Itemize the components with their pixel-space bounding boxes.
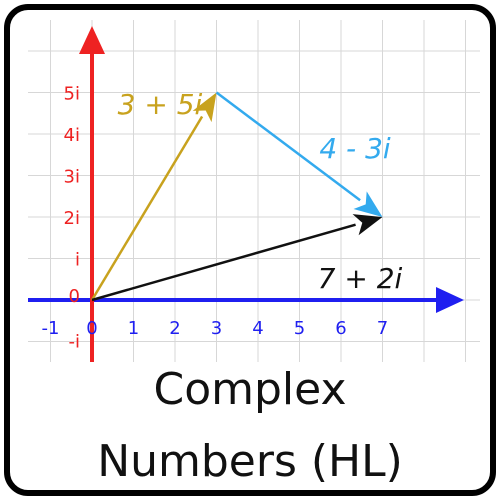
vector-arrowhead-icon — [352, 214, 383, 236]
axes — [28, 26, 464, 362]
imaginary-tick-label: 3i — [64, 167, 80, 188]
imaginary-tick-label: i — [75, 250, 80, 271]
imaginary-tick-label: -i — [69, 332, 81, 353]
real-tick-label: 5 — [294, 318, 305, 339]
vector-line — [215, 91, 361, 202]
real-tick-label: 6 — [335, 318, 346, 339]
imaginary-tick-labels: 5i 4i 3i 2i i 0 -i — [64, 84, 80, 353]
vector-line — [90, 115, 204, 301]
imaginary-tick-label: 0 — [69, 286, 80, 307]
real-tick-label: 7 — [377, 318, 388, 339]
real-tick-label: 1 — [128, 318, 139, 339]
vector-label: 7 + 2i — [318, 262, 403, 295]
real-tick-label: 0 — [86, 318, 97, 339]
real-tick-label: -1 — [42, 318, 60, 339]
vector-label: 3 + 5i — [118, 88, 203, 121]
real-tick-label: 3 — [211, 318, 222, 339]
vector-line — [91, 223, 356, 302]
vector-arrowhead-icon — [353, 191, 383, 217]
real-tick-labels: -1 0 1 2 3 4 5 6 7 — [42, 318, 389, 339]
vector-arrowhead-icon — [192, 92, 217, 123]
grid-lines — [28, 20, 480, 362]
vector-label: 4 - 3i — [319, 132, 391, 165]
caption-line-1: Complex — [153, 364, 347, 415]
real-axis-arrow-icon — [436, 287, 464, 313]
imaginary-tick-label: 4i — [64, 125, 80, 146]
caption-line-2: Numbers (HL) — [97, 436, 403, 487]
vectors: 3 + 5i 4 - 3i 7 + 2i — [90, 88, 403, 302]
real-tick-label: 2 — [169, 318, 180, 339]
imaginary-axis-arrow-icon — [79, 26, 105, 54]
imaginary-tick-label: 5i — [64, 84, 80, 105]
real-tick-label: 4 — [252, 318, 263, 339]
imaginary-tick-label: 2i — [64, 208, 80, 229]
